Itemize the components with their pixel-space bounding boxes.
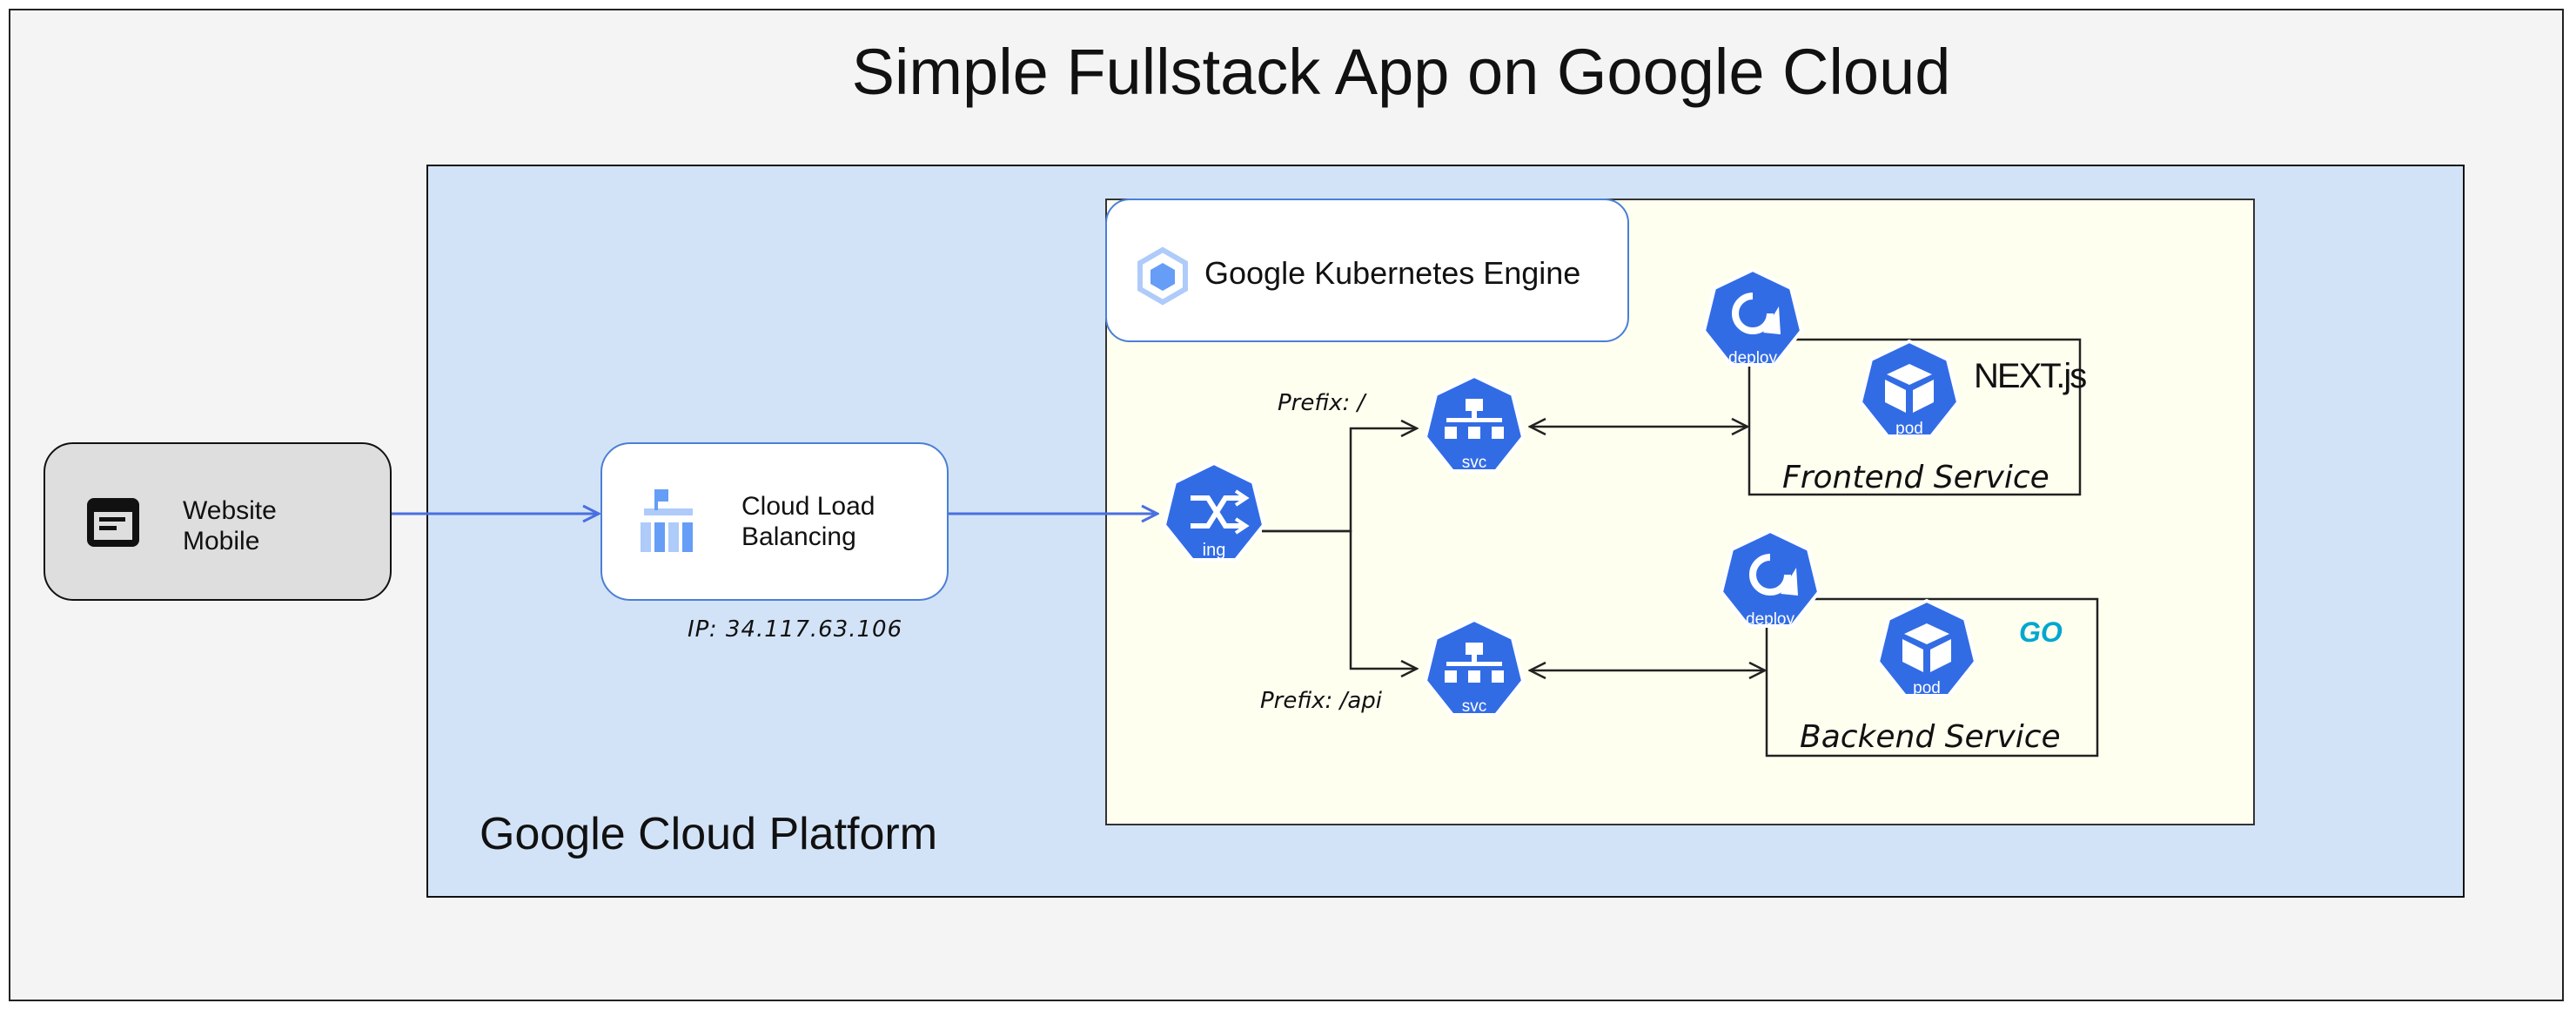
backend-deploy-node: deploy [1719, 529, 1821, 629]
diagram-title: Simple Fullstack App on Google Cloud [851, 36, 1951, 108]
nextjs-logo: NEXT.js [1974, 357, 2087, 395]
backend-pod-label: pod [1913, 679, 1941, 697]
ingress-node: ing [1162, 461, 1266, 562]
client-label-website: Website [183, 496, 277, 525]
frontend-svc-node: svc [1423, 374, 1526, 473]
go-logo: GO [2019, 616, 2063, 648]
load-balancer-node [600, 442, 949, 601]
load-balancer-label-line2: Balancing [741, 522, 856, 551]
frontend-pod-label: pod [1895, 420, 1923, 438]
frontend-service-group [1748, 338, 2082, 496]
gcp-label: Google Cloud Platform [480, 809, 938, 859]
backend-service-group [1765, 597, 2099, 758]
backend-svc-label: svc [1462, 697, 1487, 716]
backend-service-label: Backend Service [1800, 719, 2061, 755]
gke-icon [1137, 246, 1188, 306]
backend-pod-node: pod [1875, 598, 1978, 697]
frontend-svc-label: svc [1462, 454, 1487, 472]
route-prefix-root: Prefix: / [1278, 390, 1365, 416]
arrow-ingress-to-backend-svc [1262, 529, 1417, 669]
load-balancer-ip: IP: 34.117.63.106 [688, 616, 903, 643]
load-balancer-icon [641, 489, 693, 552]
client-label-mobile: Mobile [183, 527, 260, 556]
frontend-service-label: Frontend Service [1782, 460, 2049, 495]
gke-header-card [1105, 199, 1629, 342]
route-prefix-api: Prefix: /api [1260, 688, 1382, 714]
frontend-pod-node: pod [1858, 339, 1961, 438]
gke-label: Google Kubernetes Engine [1204, 255, 1581, 291]
backend-deploy-label: deploy [1746, 610, 1794, 629]
backend-svc-node: svc [1423, 617, 1526, 717]
browser-window-icon [87, 498, 139, 547]
arrow-ingress-to-frontend-svc [1262, 428, 1417, 533]
frontend-deploy-label: deploy [1728, 349, 1777, 367]
frontend-deploy-node: deploy [1701, 267, 1804, 367]
load-balancer-label-line1: Cloud Load [741, 492, 875, 521]
ingress-label: ing [1203, 541, 1226, 560]
